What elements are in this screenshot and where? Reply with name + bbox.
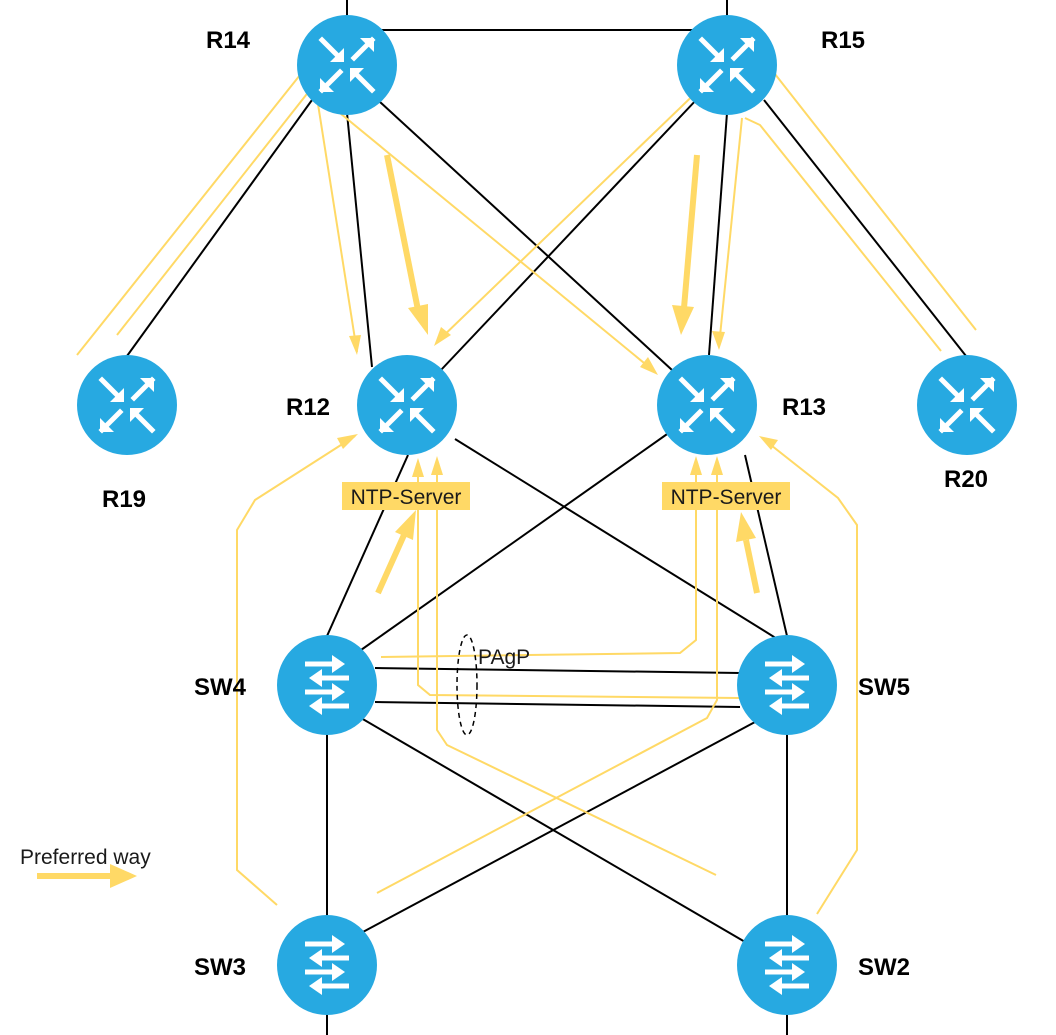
switch-sw3[interactable] (277, 915, 377, 1015)
ntp-server-tag-r12: NTP-Server (342, 482, 470, 510)
arrowhead-r12-bot-a (412, 458, 424, 477)
ntp-server-label: NTP-Server (671, 486, 782, 509)
arrowhead-r12-left (337, 434, 358, 449)
label-sw5: SW5 (858, 674, 910, 701)
ntp-server-tag-r13: NTP-Server (662, 482, 790, 510)
link-sw4-sw5-b (374, 701, 741, 708)
path-r20-r15-b (744, 117, 942, 352)
path-r14-r12 (314, 84, 358, 353)
router-r15[interactable] (677, 15, 777, 115)
switch-sw4[interactable] (277, 635, 377, 735)
path-sw4-r13 (380, 460, 697, 658)
pagp-label: PAgP (478, 646, 530, 669)
path-r20-r15-a (739, 44, 977, 331)
label-r20: R20 (944, 466, 988, 493)
preferred-arrow-sw4-r12 (375, 533, 407, 595)
link-r15-r13 (708, 112, 728, 356)
link-sw5-sw3 (360, 721, 756, 934)
path-r19-r14-a (76, 63, 331, 356)
label-r14: R14 (206, 27, 251, 54)
path-r15-r13 (718, 117, 743, 347)
arrowhead-r13-bot-b (711, 456, 723, 475)
pagp-bundle-ellipse (456, 634, 478, 736)
path-r15-r12 (436, 54, 736, 343)
link-r13-sw4 (360, 431, 671, 651)
label-r13: R13 (782, 394, 826, 421)
thick-arrow-icon (37, 864, 137, 888)
link-r12-sw5 (454, 438, 788, 646)
preferred-arrow-sw5-r13 (743, 539, 760, 594)
link-sw4-sw5-a (374, 667, 741, 674)
ntp-server-label: NTP-Server (351, 486, 462, 509)
label-r19: R19 (102, 486, 146, 513)
preferred-arrow-r14-r12 (384, 154, 421, 311)
path-sw5-r12 (417, 462, 741, 699)
path-sw2mid-r12 (436, 460, 717, 876)
router-r12[interactable] (357, 355, 457, 455)
arrowhead-r13-right (759, 436, 778, 450)
link-r15-r12 (440, 97, 699, 371)
link-r14-r13 (379, 101, 673, 371)
arrowhead-r13-top (712, 331, 725, 350)
arrowheads (337, 327, 778, 477)
link-r15-r20 (763, 99, 967, 357)
path-r19-r14-b (116, 88, 321, 336)
path-sw3-r12 (236, 435, 356, 906)
router-r20[interactable] (917, 355, 1017, 455)
preferred-arrow-r15-r13 (681, 154, 700, 309)
legend-label: Preferred way (20, 846, 151, 869)
path-sw2-r13 (761, 437, 858, 915)
links (126, 0, 967, 1035)
label-r15: R15 (821, 27, 865, 54)
label-r12: R12 (286, 394, 330, 421)
switch-sw2[interactable] (737, 915, 837, 1015)
link-r14-r12 (346, 112, 373, 368)
label-sw4: SW4 (194, 674, 247, 701)
legend: Preferred way (20, 846, 151, 888)
traffic-paths (76, 44, 977, 915)
router-r13[interactable] (657, 355, 757, 455)
router-r14[interactable] (297, 15, 397, 115)
path-sw3-r13 (376, 460, 718, 894)
arrowhead-r12-bot-b (431, 456, 443, 475)
router-r19[interactable] (77, 355, 177, 455)
arrowhead-r12-top (349, 335, 361, 355)
label-sw3: SW3 (194, 954, 246, 981)
link-r14-r19 (126, 99, 313, 357)
path-r14-r13 (317, 94, 656, 373)
arrowhead-r12-right (434, 327, 451, 346)
preferred-arrows (375, 154, 760, 595)
link-sw4-sw2 (360, 717, 753, 947)
arrowhead-r13-bot-a (690, 456, 702, 475)
label-sw2: SW2 (858, 954, 910, 981)
arrowhead-r13-left (640, 357, 658, 375)
switch-sw5[interactable] (737, 635, 837, 735)
